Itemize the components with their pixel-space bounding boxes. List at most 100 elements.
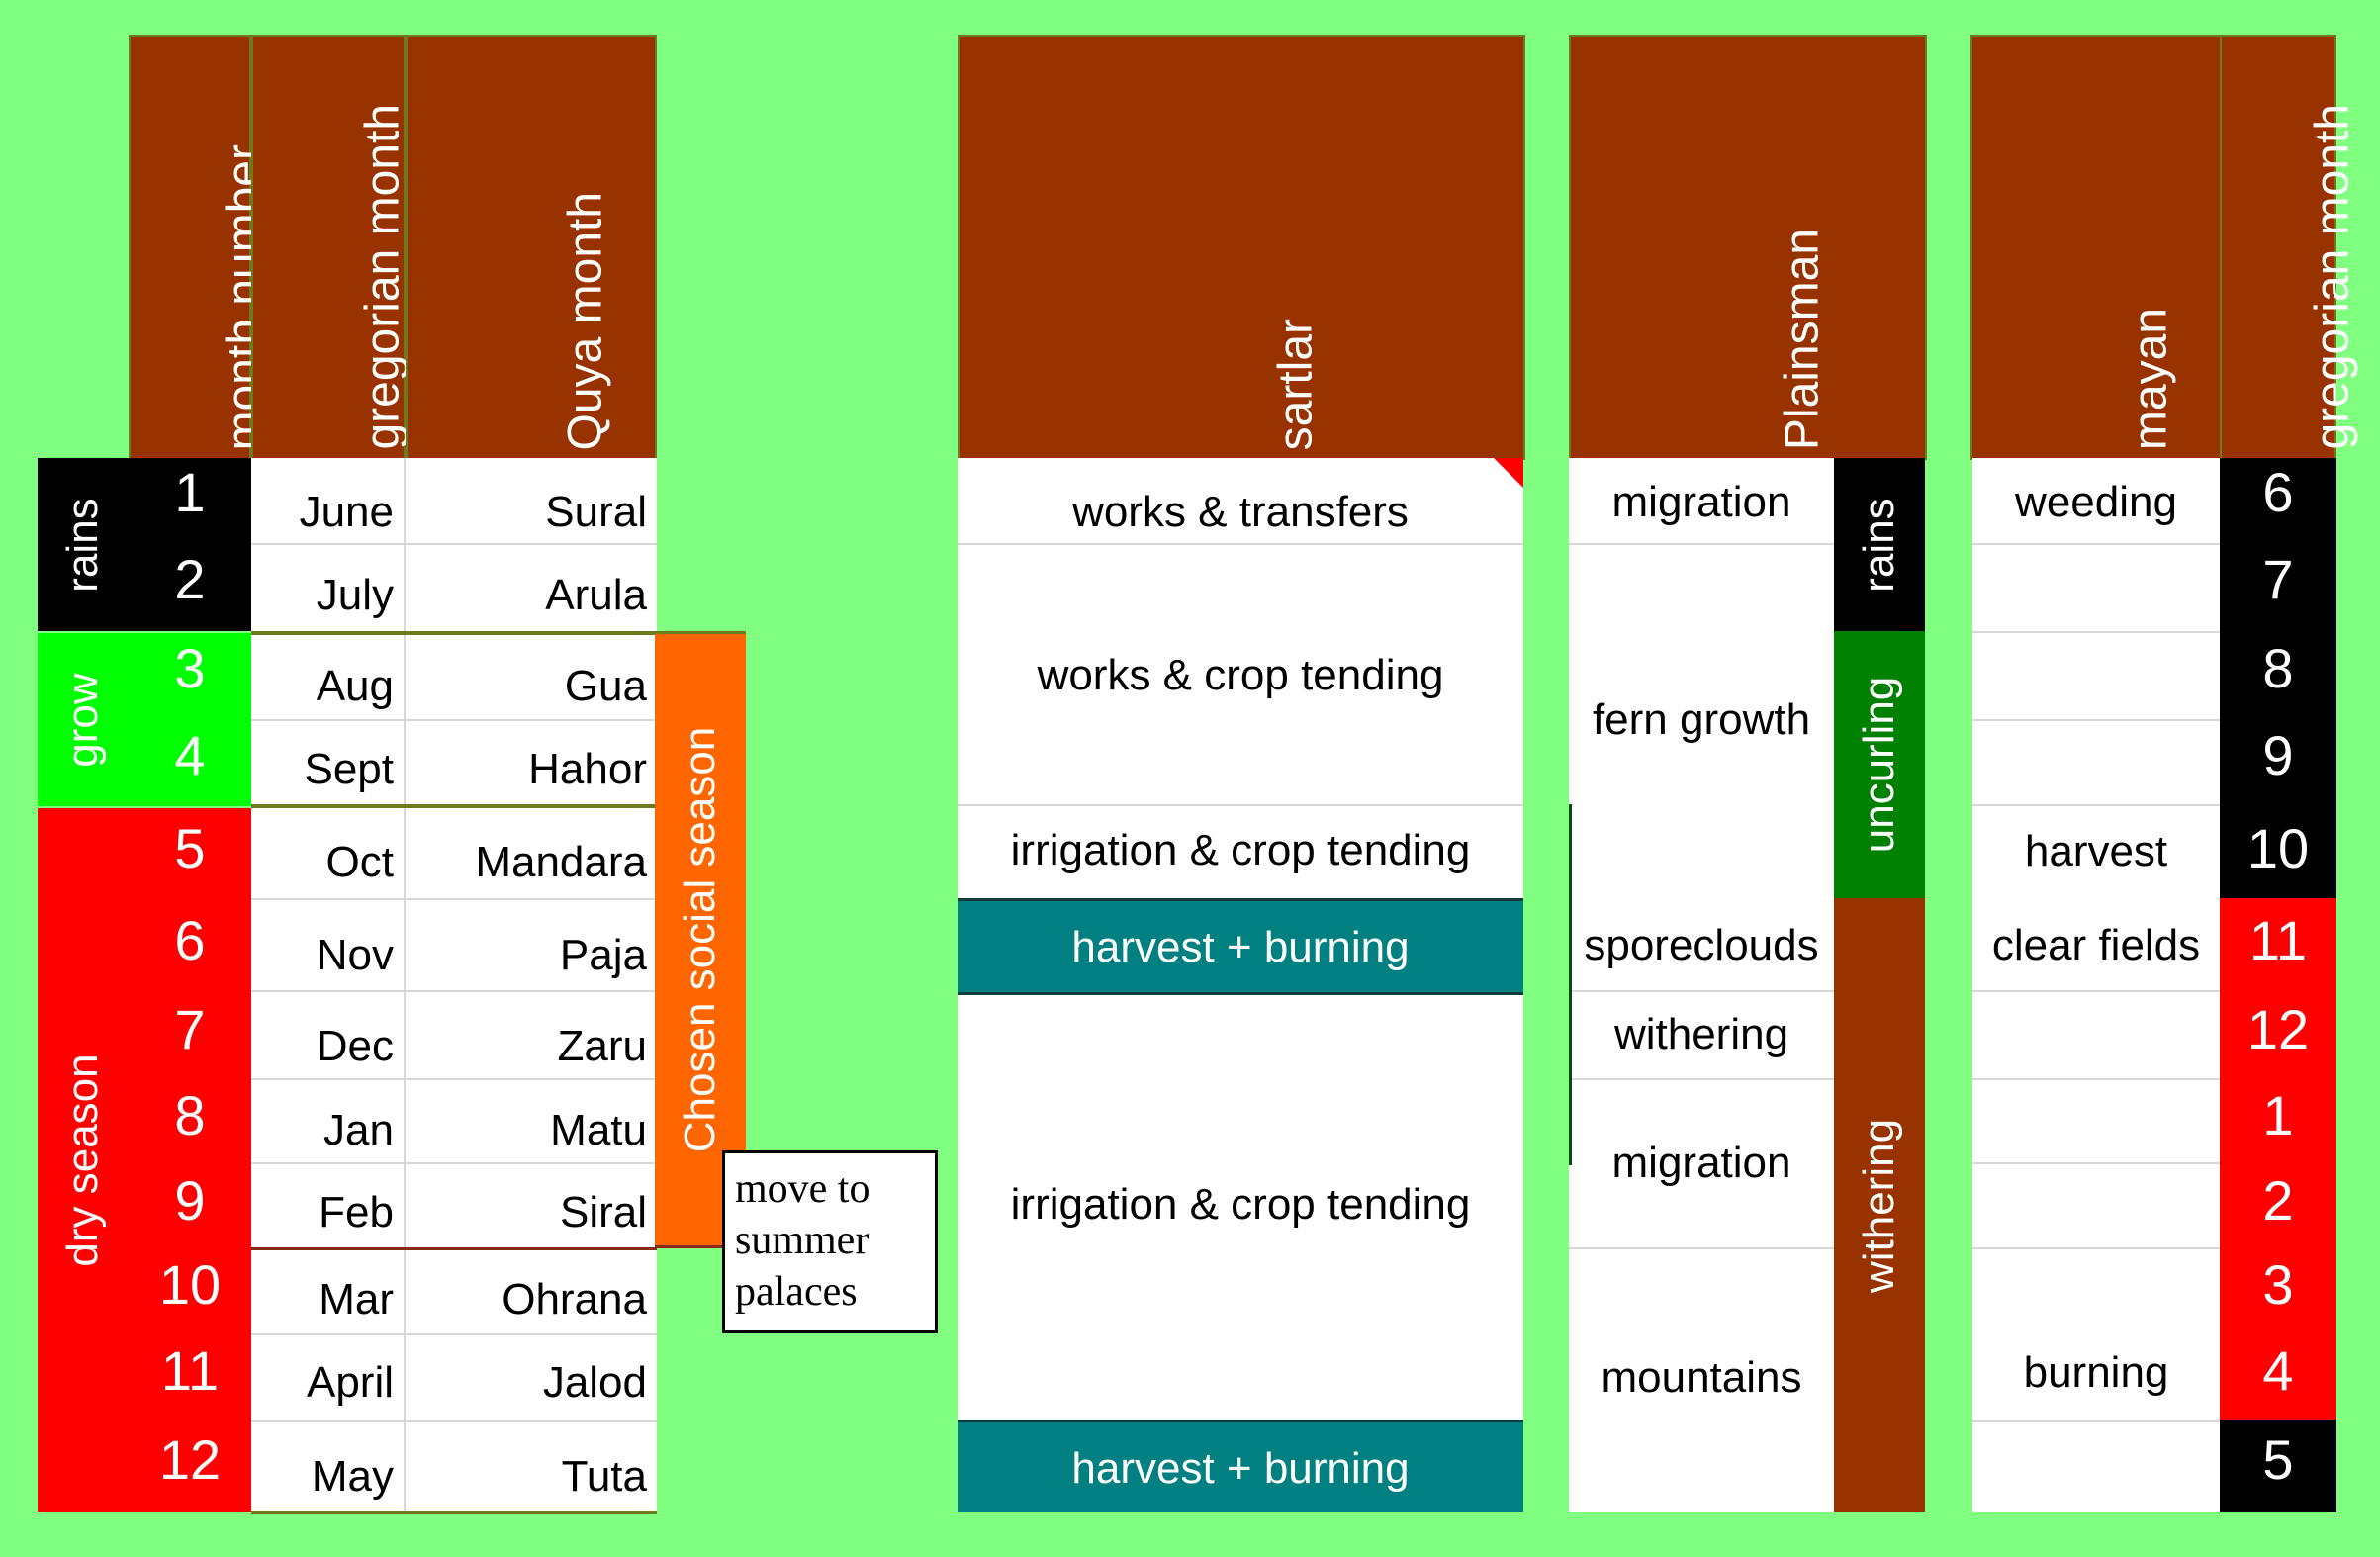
right-month-number: 6: [2262, 461, 2294, 523]
quya-cell: Tuta: [561, 1452, 647, 1501]
month-number: 2: [174, 548, 206, 610]
gregorian-cell: Nov: [316, 931, 394, 979]
header-gregorian-month: gregorian month: [251, 35, 410, 460]
mayan-burning: burning: [2023, 1348, 2169, 1397]
plainsman-band-withering: withering: [1834, 898, 1925, 1512]
sartlar-irrigation-2: irrigation & crop tending: [1010, 1180, 1471, 1229]
gregorian-cell: June: [299, 488, 394, 536]
month-number: 1: [174, 461, 206, 523]
gregorian-cell: May: [311, 1452, 394, 1501]
plainsman-fern-growth: fern growth: [1592, 695, 1811, 744]
quya-cell: Jalod: [542, 1358, 647, 1407]
header-mayan: mayan: [1970, 35, 2222, 460]
gregorian-cell: Mar: [319, 1275, 394, 1324]
mayan-weeding: weeding: [2015, 478, 2177, 526]
month-table: June July Aug Sept Oct Nov Dec Jan Feb M…: [251, 458, 657, 1512]
right-month-number: 7: [2262, 548, 2294, 610]
month-number: 5: [174, 817, 206, 879]
gregorian-cell: Feb: [319, 1188, 394, 1236]
plainsman-sporeclouds: sporeclouds: [1584, 921, 1819, 969]
right-month-number: 9: [2262, 724, 2294, 786]
right-month-number: 1: [2262, 1084, 2294, 1146]
gregorian-cell: Aug: [316, 662, 394, 710]
quya-cell: Ohrana: [502, 1275, 647, 1324]
plainsman-band-uncurling-label: uncurling: [1855, 676, 1903, 854]
mayan-clear-fields: clear fields: [1991, 921, 2201, 969]
right-band-black-top: [2220, 458, 2336, 898]
gregorian-cell: Dec: [316, 1022, 394, 1070]
quya-cell: Sural: [545, 488, 647, 536]
gregorian-cell: Sept: [304, 745, 394, 793]
season-grow-label: grow: [58, 672, 107, 768]
quya-cell: Gua: [564, 662, 647, 710]
month-number: 11: [160, 1339, 220, 1402]
right-band-black-bottom: [2220, 1420, 2336, 1512]
header-quya-month: Quya month: [406, 35, 657, 460]
right-number-column: 6 7 8 9 10 11 12 1 2 3 4 5: [2220, 458, 2336, 1512]
header-plainsman: Plainsman: [1569, 35, 1927, 460]
month-number: 8: [174, 1084, 206, 1146]
right-band-red: [2220, 898, 2336, 1420]
plainsman-band-rains: rains: [1834, 458, 1925, 631]
sartlar-irrigation-1: irrigation & crop tending: [1010, 826, 1471, 874]
quya-cell: Paja: [559, 931, 647, 979]
gregorian-cell: Jan: [323, 1106, 394, 1154]
quya-cell: Zaru: [557, 1022, 647, 1070]
sartlar-harvest-band-2: harvest + burning: [958, 1420, 1523, 1512]
month-number: 3: [174, 637, 206, 699]
mayan-harvest: harvest: [2024, 827, 2168, 875]
gregorian-cell: July: [316, 571, 394, 619]
social-season-band: Chosen social season: [655, 631, 746, 1248]
month-number: 6: [174, 909, 206, 971]
month-number: 10: [158, 1253, 222, 1316]
month-number: 7: [174, 998, 206, 1060]
header-sartlar: sartlar: [958, 35, 1525, 460]
header-plainsman-label: Plainsman: [1776, 228, 1829, 450]
sartlar-harvest-2: harvest + burning: [1071, 1444, 1410, 1493]
summer-palaces-note: move to summer palaces: [722, 1150, 938, 1333]
month-number: 4: [174, 724, 206, 786]
plainsman-migration-1: migration: [1611, 478, 1791, 526]
right-month-number: 5: [2262, 1428, 2294, 1491]
sartlar-column: works & transfers works & crop tending i…: [958, 458, 1523, 1512]
plainsman-migration-2: migration: [1611, 1139, 1791, 1187]
quya-cell: Matu: [550, 1106, 647, 1154]
right-month-number: 10: [2246, 817, 2310, 879]
right-month-number: 4: [2262, 1339, 2294, 1402]
header-quya-month-label: Quya month: [559, 191, 612, 450]
quya-cell: Arula: [545, 571, 647, 619]
season-dry-label: dry season: [58, 1053, 107, 1267]
header-sartlar-label: sartlar: [1269, 318, 1323, 450]
plainsman-column: migration fern growth sporeclouds wither…: [1569, 458, 1834, 1512]
summer-palaces-text: move to summer palaces: [735, 1166, 870, 1315]
right-month-number: 2: [2262, 1169, 2294, 1232]
right-month-number: 3: [2262, 1253, 2294, 1316]
month-number: 12: [158, 1428, 222, 1491]
quya-cell: Siral: [559, 1188, 647, 1236]
gregorian-cell: April: [306, 1358, 394, 1407]
plainsman-withering: withering: [1613, 1010, 1789, 1058]
quya-cell: Mandara: [475, 838, 647, 886]
sartlar-works-transfers: works & transfers: [1072, 488, 1409, 536]
plainsman-band-rains-label: rains: [1855, 497, 1903, 593]
plainsman-mountains: mountains: [1601, 1353, 1802, 1402]
month-number: 9: [174, 1169, 206, 1232]
header-gregorian-month-right: gregorian month: [2220, 35, 2359, 460]
month-number-column: 1 2 3 4 5 6 7 8 9 10 11 12: [129, 458, 251, 1512]
season-rains-label: rains: [58, 497, 107, 593]
season-rains: rains: [38, 458, 251, 631]
gregorian-cell: Oct: [325, 838, 394, 886]
right-month-number: 8: [2262, 637, 2294, 699]
right-month-number: 12: [2246, 998, 2310, 1060]
social-season-label: Chosen social season: [676, 726, 724, 1153]
header-month-number: month number: [129, 35, 271, 460]
season-dry: dry season: [38, 808, 251, 1512]
right-month-number: 11: [2248, 909, 2308, 971]
sartlar-harvest-band-1: harvest + burning: [958, 898, 1523, 995]
header-gregorian-month-label: gregorian month: [356, 104, 410, 450]
header-gregorian-month-right-label: gregorian month: [2306, 104, 2359, 450]
quya-cell: Hahor: [528, 745, 647, 793]
sartlar-works-crop-tending: works & crop tending: [1037, 651, 1444, 699]
plainsman-band-uncurling: uncurling: [1834, 631, 1925, 898]
sartlar-harvest-1: harvest + burning: [1071, 923, 1410, 971]
